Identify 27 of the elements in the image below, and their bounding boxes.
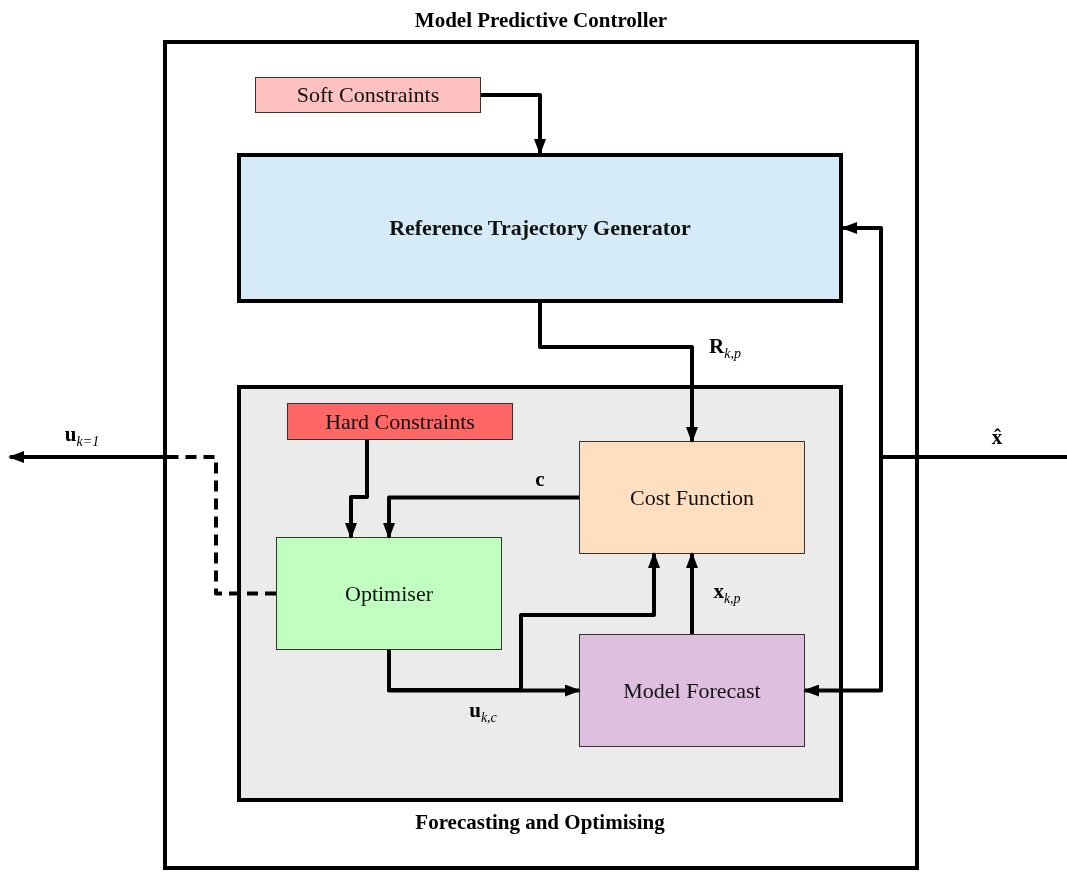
- arrow: [345, 440, 369, 539]
- arrow: [686, 552, 698, 634]
- edge-label: x$_{k,p}$: [713, 578, 741, 608]
- box-label: Soft Constraints: [296, 82, 440, 108]
- edge-label: x̂: [991, 424, 1003, 450]
- box-label: Optimiser: [345, 580, 433, 607]
- arrow: [383, 495, 579, 539]
- frame-heading: Forecasting and Optimising: [414, 810, 666, 835]
- generator-box: [237, 153, 843, 303]
- edge-label: c: [535, 466, 545, 492]
- edge-label: u$_{k,c}$: [469, 697, 497, 727]
- process-box: [579, 441, 805, 554]
- constraint-box: [255, 77, 481, 113]
- frame-heading: Model Predictive Controller: [413, 8, 669, 33]
- arrow: [538, 303, 698, 443]
- edge-label: u$_{k=1}$: [64, 421, 100, 451]
- arrow: [8, 451, 276, 596]
- arrow: [387, 552, 660, 692]
- constraint-box: [287, 403, 513, 440]
- arrow: [481, 93, 546, 155]
- process-box: [579, 634, 805, 747]
- box-label: Reference Trajectory Generator: [389, 215, 691, 241]
- box-label: Model Forecast: [623, 677, 761, 704]
- box-label: Hard Constraints: [325, 408, 475, 435]
- box-label: Cost Function: [629, 484, 755, 511]
- edge-label: R$_{k,p}$: [709, 333, 741, 363]
- process-box: [276, 537, 502, 650]
